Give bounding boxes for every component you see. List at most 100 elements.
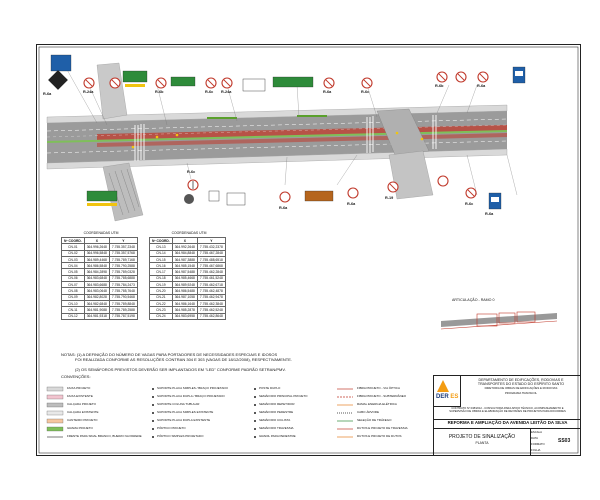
guide-sign-green-3 [272, 76, 314, 88]
coord-cell: 7.755.461,5248 [196, 274, 226, 283]
coord-cell: 364.986,1648 [171, 299, 198, 308]
title-block: DER ES DEPARTAMENTO DE EDIFICAÇÕES, RODO… [433, 375, 581, 456]
sheet-subtitle: PLANTA [475, 441, 489, 445]
legend-col-3: POSTE DUPLO SEMÁFORO PRINCIPAL PROJETO SEM… [259, 386, 307, 442]
tourist-sign-brown [304, 190, 334, 202]
coord-cell: 7.755.789,2588 [108, 306, 138, 314]
svg-text:R-6b: R-6b [435, 84, 444, 88]
coord-table-right-title: COORDENADAS UTM [171, 231, 207, 235]
legend-item: SUPORTE PLACA SIMPLES / BRAÇO PROJETADO [157, 386, 228, 390]
legend-item: CANTEIRO PROJETO [67, 418, 98, 422]
coord-cell: 7.755.467,6868 [196, 262, 226, 270]
notes-block: NOTAS: (1) A DEFINIÇÃO DO NÚMERO DE VAGA… [61, 352, 421, 379]
coord-cell: 7.755.462,8648 [196, 312, 226, 320]
coord-cell: 364.986,5848 [83, 262, 110, 270]
regulatory-sign-7 [361, 77, 373, 89]
warning-sign-dark [48, 70, 68, 90]
regulatory-sign-6 [323, 77, 335, 89]
coord-cell: 7.755.784,2473 [108, 281, 138, 289]
svg-text:R-19: R-19 [385, 196, 393, 200]
legend-item: POSTE DUPLO [259, 386, 281, 390]
coord-cell: 7.755.462,4878 [196, 287, 226, 295]
coord-cell: 364.984,2898 [83, 268, 110, 276]
regulatory-sign-b3 [347, 187, 359, 199]
coord-cell: 364.983,6848 [83, 274, 110, 283]
regulatory-sign-5 [221, 77, 233, 89]
coord-cell: 7.755.789,7168 [108, 255, 138, 264]
note-2: (2) OS SEMÁFOROS PREVISTOS DEVERÃO SER I… [75, 367, 286, 373]
contract-box: CONTRATO Nº 038/2012 - CONSULTORIA PARA … [434, 406, 581, 420]
coord-cell: 364.981,9318 [83, 312, 110, 320]
legend-item: SEMÁFORO REPETIDOR [259, 402, 295, 406]
legend-item: DUTOS E PROJETO DE TRAVESSIA [357, 426, 408, 430]
coord-cell: 364.985,2878 [171, 306, 198, 314]
coord-cell: 364.986,5488 [171, 287, 198, 295]
coord-cell: 7.755.787,5198 [108, 312, 138, 320]
svg-text:R-6a: R-6a [323, 90, 332, 94]
coord-cell: 364.983,0648 [83, 287, 110, 295]
regulatory-sign-8 [436, 71, 448, 83]
regulatory-sign-3 [155, 77, 167, 89]
org-header: DEPARTAMENTO DE EDIFICAÇÕES, RODOVIAS E … [477, 378, 565, 395]
road [46, 62, 508, 222]
svg-text:R-6a: R-6a [485, 212, 494, 216]
work-title: REFORMA E AMPLIAÇÃO DA AVENIDA LEITÃO DA… [434, 418, 581, 429]
guide-sign-blue [50, 54, 72, 72]
coord-cell: 7.755.462,6718 [196, 281, 226, 289]
bottom-signs [86, 175, 502, 210]
regulatory-sign-9 [455, 71, 467, 83]
legend-col-2: SUPORTE PLACA SIMPLES / BRAÇO PROJETADO S… [157, 386, 228, 442]
svg-text:R-24a: R-24a [221, 90, 232, 94]
legend-item: SEMÁFORO PRINCIPAL PROJETO [259, 394, 308, 398]
coord-cell: 7.755.789,8848 [108, 299, 138, 308]
coord-cell: 364.983,6688 [83, 281, 110, 289]
logo-icon [437, 380, 449, 392]
coord-cell: 364.987,5488 [171, 268, 198, 276]
coord-cell: 364.982,6848 [83, 299, 110, 308]
legend-item: FAIXA EXISTENTE [67, 394, 93, 398]
sheet-title-box: PROJETO DE SINALIZAÇÃO PLANTA [434, 428, 531, 456]
coord-cell: 364.987,3888 [171, 255, 198, 264]
conventions-heading: CONVENÇÕES: [61, 373, 91, 379]
legend-item: PÓRTICO SIMPLES PROJETADO [157, 434, 204, 438]
coord-cell: 7.755.462,9478 [196, 293, 226, 301]
legend-item: CALÇADA EXISTENTE [67, 410, 99, 414]
legend-item: CABO ÁRVORE [357, 410, 379, 414]
guide-sign-green-2 [170, 76, 196, 87]
svg-text:R-6a: R-6a [347, 202, 356, 206]
legend-item: GRAMA PROJETO [67, 426, 93, 430]
coord-cell: 7.755.488,6518 [196, 255, 226, 264]
coord-cell: 7.755.785,7648 [108, 287, 138, 295]
sheet-meta: ESCALA DATA FORMATO FOLHA [531, 430, 545, 452]
coord-cell: 7.755.462,5248 [196, 306, 226, 314]
drawing-sheet: R-6a R-24a R-6b R-6c R-24a R-6a R-6c R-6… [36, 44, 581, 456]
legend-item: SUPORTE COLUNA TUBULAR [157, 402, 200, 406]
legend-item: SEMÁFORO TRAVESSIA [259, 426, 294, 430]
info-sign-b1 [226, 192, 246, 206]
coord-cell: 7.755.789,0328 [108, 268, 138, 276]
guide-sign-green-1 [122, 70, 148, 83]
svg-text:R-24a: R-24a [83, 90, 94, 94]
plan-drawing: R-6a R-24a R-6b R-6c R-24a R-6a R-6c R-6… [38, 46, 579, 454]
coord-cell: CN-12 [61, 312, 85, 320]
coord-cell: 364.981,9088 [83, 306, 110, 314]
coord-cell: 7.755.790,2588 [108, 262, 138, 270]
legend-item: DUTOS E PROJETO DE DUTOS [357, 434, 402, 438]
logo-box: DER ES [434, 376, 461, 407]
note-1b: FOI REALIZADA CONFORME AS RESOLUÇÕES CON… [75, 356, 293, 362]
regulatory-sign-b6 [465, 187, 477, 199]
legend-item: SUPORTE PLACA DUPLA / BRAÇO PROJETADO [157, 394, 225, 398]
svg-text:R-6a: R-6a [477, 84, 486, 88]
legend-item: FAIXA PROJETO [67, 386, 91, 390]
